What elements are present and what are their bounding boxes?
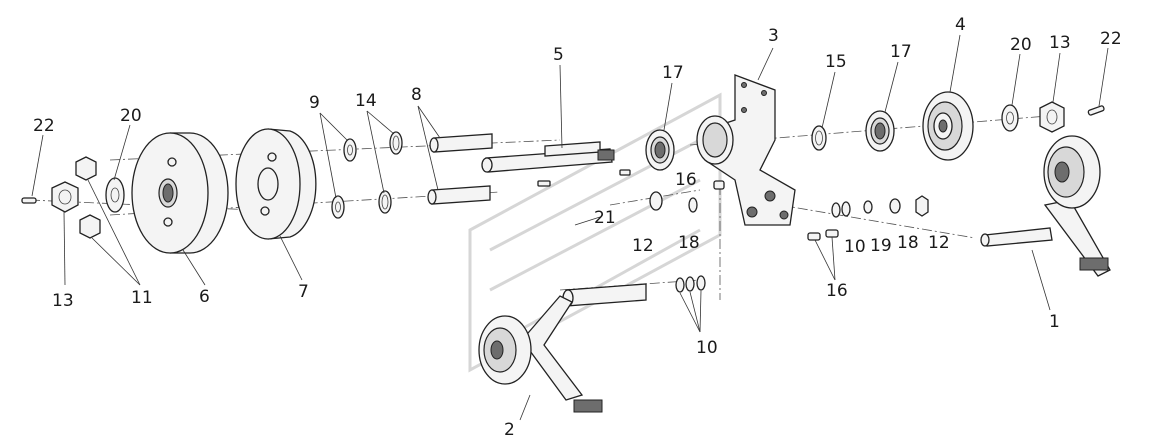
washer-9-upper <box>343 138 357 162</box>
washer-left <box>105 177 125 213</box>
washer-9-lower <box>331 195 345 219</box>
retaining-ring-15 <box>811 125 827 151</box>
retaining-ring-14-lower <box>378 190 392 214</box>
nut-11-lower <box>79 214 101 239</box>
tensioner-arm-1 <box>980 135 1111 277</box>
callout-19: 19 <box>870 236 892 256</box>
pulley-4 <box>922 91 974 161</box>
callout-labels: 1 2 3 4 5 6 7 8 9 10 10 11 12 12 13 13 1… <box>33 15 1122 439</box>
callout-9: 9 <box>309 93 320 113</box>
callout-20-left: 20 <box>120 106 142 126</box>
bearing-17-left <box>645 129 675 171</box>
retaining-ring-14-upper <box>389 131 403 155</box>
callout-10-bottom: 10 <box>696 338 718 358</box>
small-parts-middle <box>649 180 725 293</box>
pulley-7 <box>235 128 317 240</box>
nut-11-upper <box>75 156 97 181</box>
key-21 <box>537 169 631 187</box>
axle-8-upper <box>429 133 493 153</box>
callout-18-right: 18 <box>897 233 919 253</box>
callout-13-right: 13 <box>1049 33 1071 53</box>
callout-13-left: 13 <box>52 291 74 311</box>
bracket-3 <box>696 74 796 226</box>
nut-right <box>1039 101 1065 133</box>
leader-lines <box>31 34 1109 421</box>
callout-2: 2 <box>504 420 515 439</box>
bearing-17-right <box>865 110 895 152</box>
callout-8: 8 <box>411 85 422 105</box>
cotter-pin-left <box>21 197 37 204</box>
callout-7: 7 <box>298 282 309 302</box>
callout-12-middle: 12 <box>632 236 654 256</box>
tensioner-arm-2 <box>478 283 647 413</box>
callout-12-right: 12 <box>928 233 950 253</box>
callout-6: 6 <box>199 287 210 307</box>
callout-20-right: 20 <box>1010 35 1032 55</box>
pulley-6 <box>131 132 229 254</box>
shaft-5 <box>481 141 615 173</box>
nut-left <box>51 181 79 213</box>
callout-16-bottom: 16 <box>826 281 848 301</box>
small-parts-row-right <box>807 195 929 241</box>
callout-17-right: 17 <box>890 42 912 62</box>
callout-21: 21 <box>594 208 616 228</box>
callout-16-middle: 16 <box>675 170 697 190</box>
cotter-pin-right <box>1087 105 1105 116</box>
callout-15: 15 <box>825 52 847 72</box>
axle-8-lower <box>427 185 491 205</box>
callout-4: 4 <box>955 15 966 35</box>
callout-1: 1 <box>1049 312 1060 332</box>
callout-3: 3 <box>768 26 779 46</box>
callout-18-middle: 18 <box>678 233 700 253</box>
callout-10-right: 10 <box>844 237 866 257</box>
callout-22-left: 22 <box>33 116 55 136</box>
callout-5: 5 <box>553 45 564 65</box>
callout-17-left: 17 <box>662 63 684 83</box>
callout-14: 14 <box>355 91 377 111</box>
callout-22-right: 22 <box>1100 29 1122 49</box>
callout-11: 11 <box>131 288 153 308</box>
washer-right <box>1001 104 1019 132</box>
